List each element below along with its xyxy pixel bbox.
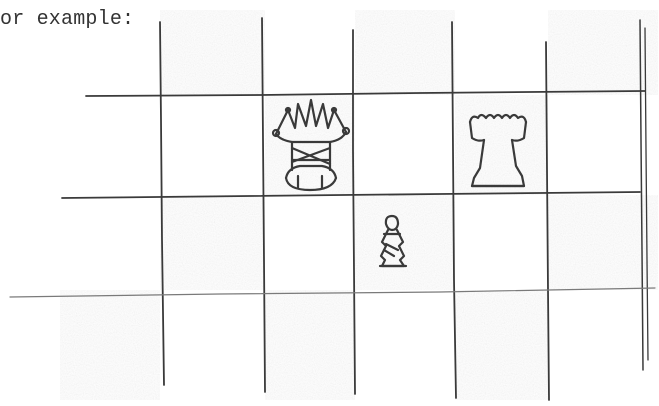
shade-left-band: [60, 290, 160, 400]
shade-top-right: [548, 10, 658, 95]
shade-row3-col1: [265, 290, 355, 400]
shade-top-mid: [355, 10, 455, 95]
shade-row3-col3: [455, 290, 548, 400]
shade-top-left: [160, 10, 265, 95]
shade-row2-col2: [355, 195, 455, 290]
shade-row1-col3: [455, 95, 548, 195]
shade-row2-col0: [160, 195, 265, 290]
shaded-squares: [60, 10, 658, 400]
